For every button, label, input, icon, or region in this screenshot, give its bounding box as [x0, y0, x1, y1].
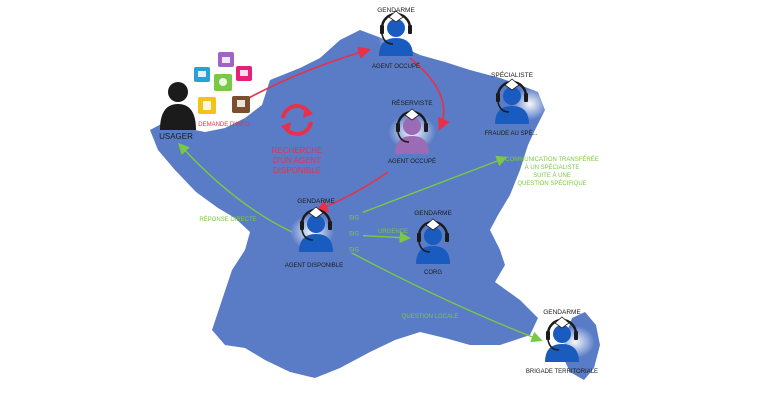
agent-available: GENDARME AGENT DISPONIBLE	[285, 198, 343, 269]
sig-badge: SIG	[349, 248, 360, 254]
svg-text:DISPONIBLE: DISPONIBLE	[273, 166, 321, 175]
refresh-icon	[281, 103, 313, 137]
label-question-locale: QUESTION LOCALE	[402, 314, 459, 320]
arrow-north-to-reservist	[409, 57, 450, 131]
svg-text:QUESTION SPÉCIFIQUE: QUESTION SPÉCIFIQUE	[517, 180, 586, 187]
agent-north: GENDARME AGENT OCCUPÉ	[372, 7, 420, 70]
svg-text:À UN SPÉCIALISTE: À UN SPÉCIALISTE	[525, 164, 580, 171]
label-direct-response: RÉPONSE DIRECTE	[199, 216, 256, 223]
label-specialist-transfer: COMMUNICATION TRANSFÉRÉE À UN SPÉCIALIST…	[505, 156, 598, 187]
svg-text:SUITE À UNE: SUITE À UNE	[533, 172, 571, 179]
agent-brigade: GENDARME BRIGADE TERRITORIALE	[526, 309, 598, 375]
agent-north-role: GENDARME	[377, 7, 415, 14]
agent-specialist-caption: FRAUDE AU SPÉ...	[484, 130, 537, 137]
agent-reservist-caption: AGENT OCCUPÉ	[388, 158, 436, 165]
agent-reservist-role: RÉSERVISTE	[391, 98, 433, 107]
user-icon	[160, 82, 196, 130]
agent-corg: GENDARME CORG	[414, 210, 452, 276]
agent-corg-role: GENDARME	[414, 210, 452, 217]
agent-specialist-role: SPÉCIALISTE	[491, 70, 534, 79]
contact-channels	[194, 52, 252, 114]
arrow-to-specialist	[347, 155, 508, 219]
sig-badge: SIG	[349, 216, 360, 222]
agent-corg-caption: CORG	[424, 270, 442, 276]
svg-text:COMMUNICATION TRANSFÉRÉE: COMMUNICATION TRANSFÉRÉE	[505, 156, 598, 163]
agent-specialist: SPÉCIALISTE FRAUDE AU SPÉ...	[484, 70, 548, 137]
user-label: USAGER	[159, 132, 193, 141]
agent-north-caption: AGENT OCCUPÉ	[372, 63, 420, 70]
agent-available-caption: AGENT DISPONIBLE	[285, 263, 343, 269]
label-urgence: URGENCE	[378, 229, 408, 235]
agent-reservist: RÉSERVISTE AGENT OCCUPÉ	[388, 98, 436, 165]
arrow-direct-response	[178, 142, 293, 233]
sig-badge: SIG	[349, 232, 360, 238]
arrow-reservist-to-available	[315, 171, 389, 213]
svg-text:D'UN AGENT: D'UN AGENT	[273, 156, 321, 165]
svg-text:RECHERCHE: RECHERCHE	[272, 146, 323, 155]
agent-brigade-caption: BRIGADE TERRITORIALE	[526, 369, 598, 375]
arrow-to-brigade	[349, 251, 543, 343]
france-map	[150, 30, 545, 378]
agent-available-role: GENDARME	[297, 198, 335, 205]
search-text: RECHERCHE D'UN AGENT DISPONIBLE	[272, 146, 323, 175]
arrow-user-to-north	[244, 46, 372, 101]
request-label: DEMANDE D'INFO	[198, 122, 250, 128]
sig-badges: SIG SIG SIG	[346, 212, 363, 254]
agent-brigade-role: GENDARME	[543, 309, 581, 316]
